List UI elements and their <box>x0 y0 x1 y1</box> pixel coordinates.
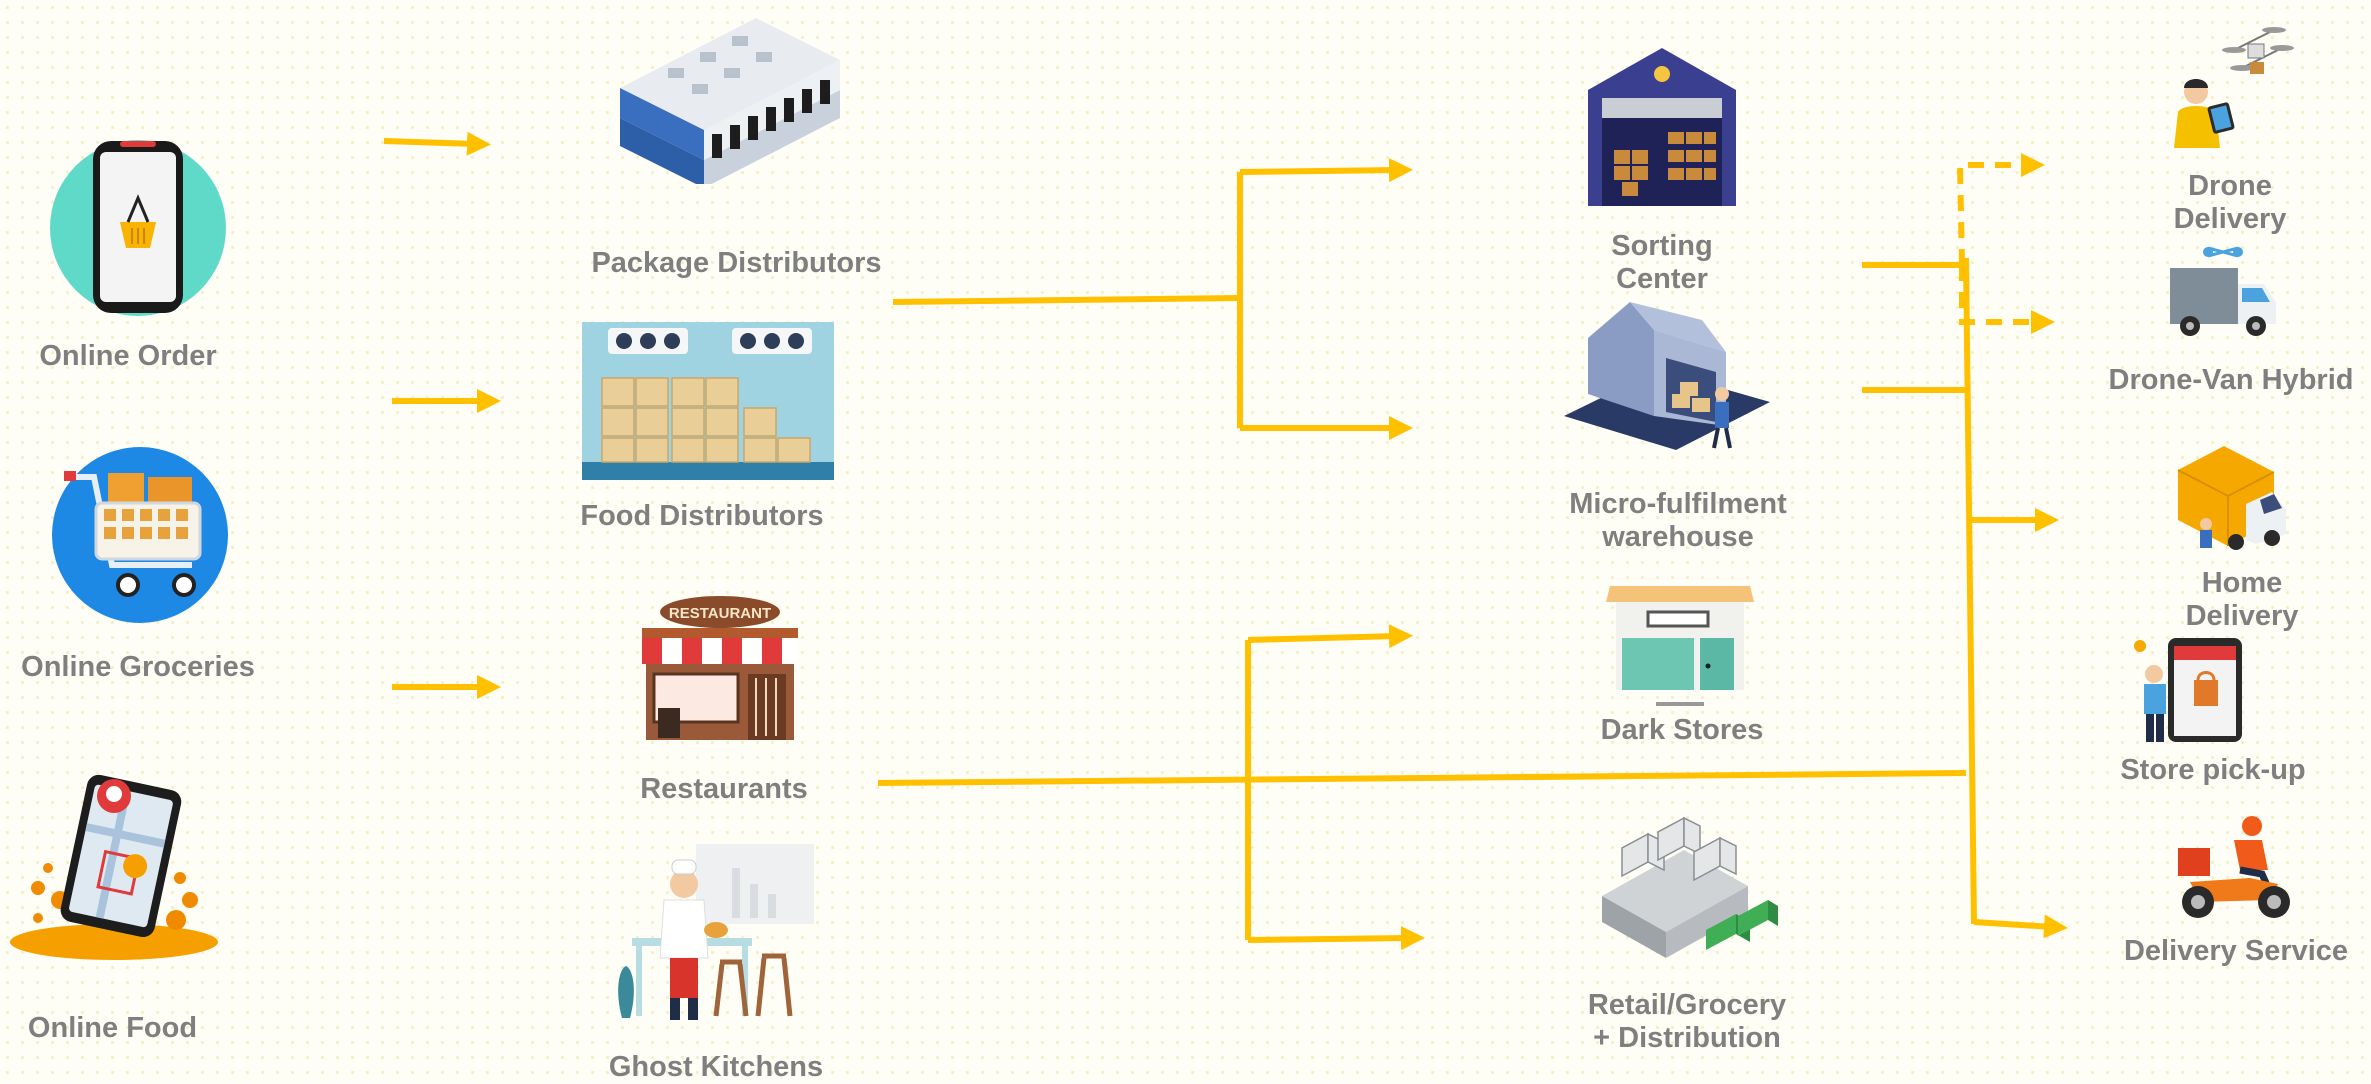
food-distributors-label: Food Distributors <box>580 500 824 532</box>
micro-fulfilment-label-line1: Micro-fulfilment <box>1569 488 1787 520</box>
retail-grocery-label: Retail/Grocery + Distribution <box>1562 989 1812 1055</box>
retail-grocery-label-line1: Retail/Grocery <box>1587 989 1787 1021</box>
arrow-to-sorting <box>1239 158 1413 183</box>
dark-stores-label: Dark Stores <box>1600 714 1764 746</box>
drone-van-hybrid-label: Drone-Van Hybrid <box>2108 364 2354 396</box>
online-order-label: Online Order <box>39 340 217 372</box>
drone-delivery-label-line2: Delivery <box>2173 203 2287 235</box>
cold-storage-icon <box>582 322 834 480</box>
delivery-scooter-icon <box>2178 816 2290 918</box>
delivery-truck-icon <box>2177 446 2286 550</box>
home-delivery-label-line2: Delivery <box>2185 600 2299 632</box>
drone-operator-icon <box>2174 27 2294 148</box>
shopping-cart-icon <box>52 447 228 623</box>
restaurant-sign-text: RESTAURANT <box>669 605 771 622</box>
delivery-service-label: Delivery Service <box>2123 935 2349 967</box>
ghost-kitchens-label: Ghost Kitchens <box>608 1051 824 1083</box>
dashed-to-drone <box>1956 153 2045 266</box>
drone-delivery-label: Drone Delivery <box>2130 170 2330 236</box>
package-distributors-label: Package Distributors <box>591 247 882 279</box>
sorting-center-label: Sorting Center <box>1562 230 1762 296</box>
drone-delivery-label-line1: Drone <box>2188 170 2272 202</box>
arrow-to-retail <box>1247 926 1425 951</box>
restaurants-label: Restaurants <box>640 773 808 805</box>
home-delivery-label: Home Delivery <box>2142 567 2342 633</box>
drone-van-icon <box>2170 246 2276 336</box>
store-pickup-label: Store pick-up <box>2120 754 2306 786</box>
smartphone-basket-icon <box>50 140 226 316</box>
warehouse-building-icon <box>620 18 840 184</box>
micro-fulfilment-label-line2: warehouse <box>1602 521 1754 553</box>
sorting-center-label-line2: Center <box>1616 263 1708 295</box>
home-delivery-label-line1: Home <box>2201 567 2283 599</box>
sorting-center-label-line1: Sorting <box>1611 230 1713 262</box>
sorting-warehouse-icon <box>1588 48 1736 206</box>
arrow-to-delivery-service <box>1973 914 2068 939</box>
line-delivery-spine <box>1963 257 1977 925</box>
micro-warehouse-icon <box>1564 302 1770 450</box>
micro-fulfilment-label: Micro-fulfilment warehouse <box>1556 488 1800 554</box>
restaurant-storefront-icon: RESTAURANT <box>642 596 798 740</box>
line-restaurants-long <box>877 770 1967 786</box>
online-groceries-label: Online Groceries <box>21 651 255 683</box>
store-pickup-tablet-icon <box>2134 638 2242 742</box>
online-food-label: Online Food <box>27 1012 198 1044</box>
arrow-to-dark-stores <box>1247 624 1413 649</box>
food-delivery-phone-icon <box>10 774 218 960</box>
chef-kitchen-icon <box>618 844 814 1020</box>
dark-store-shop-icon <box>1606 586 1754 706</box>
retail-distribution-icon <box>1602 816 1778 958</box>
line-distributors-trunk <box>892 295 1241 305</box>
retail-grocery-label-line2: + Distribution <box>1593 1022 1781 1054</box>
dashed-to-drone-van <box>1959 265 2055 334</box>
arrow-order-to-package <box>383 131 491 156</box>
